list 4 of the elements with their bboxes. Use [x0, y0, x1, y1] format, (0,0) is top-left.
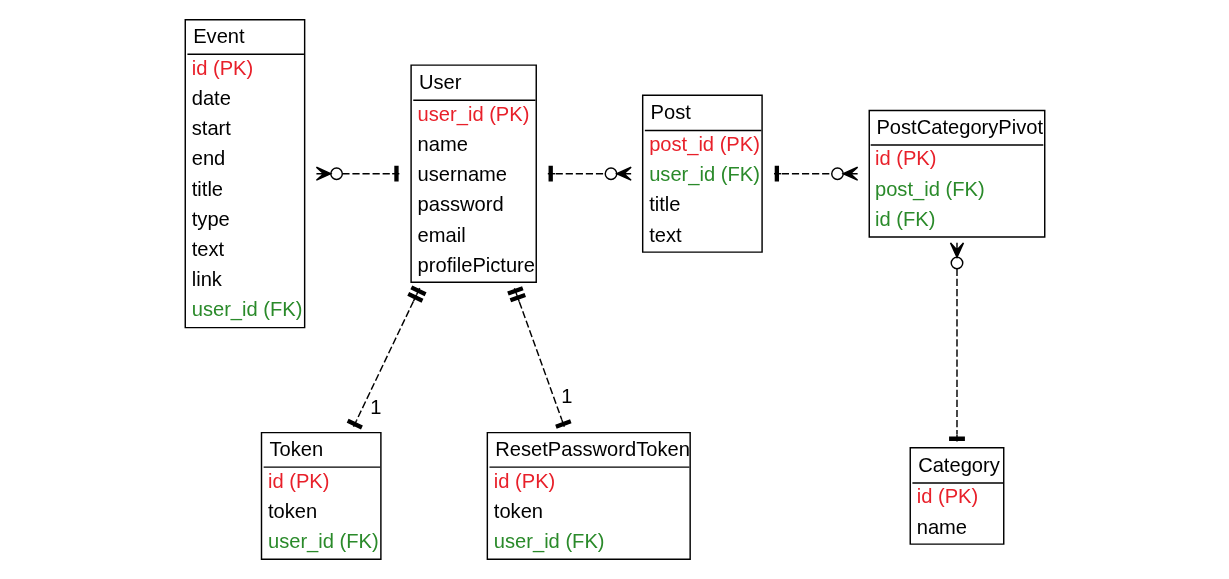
connector: [506, 286, 572, 429]
edge-label: 1: [560, 385, 573, 408]
edge-label: 1: [369, 395, 381, 418]
connector: [346, 285, 427, 430]
